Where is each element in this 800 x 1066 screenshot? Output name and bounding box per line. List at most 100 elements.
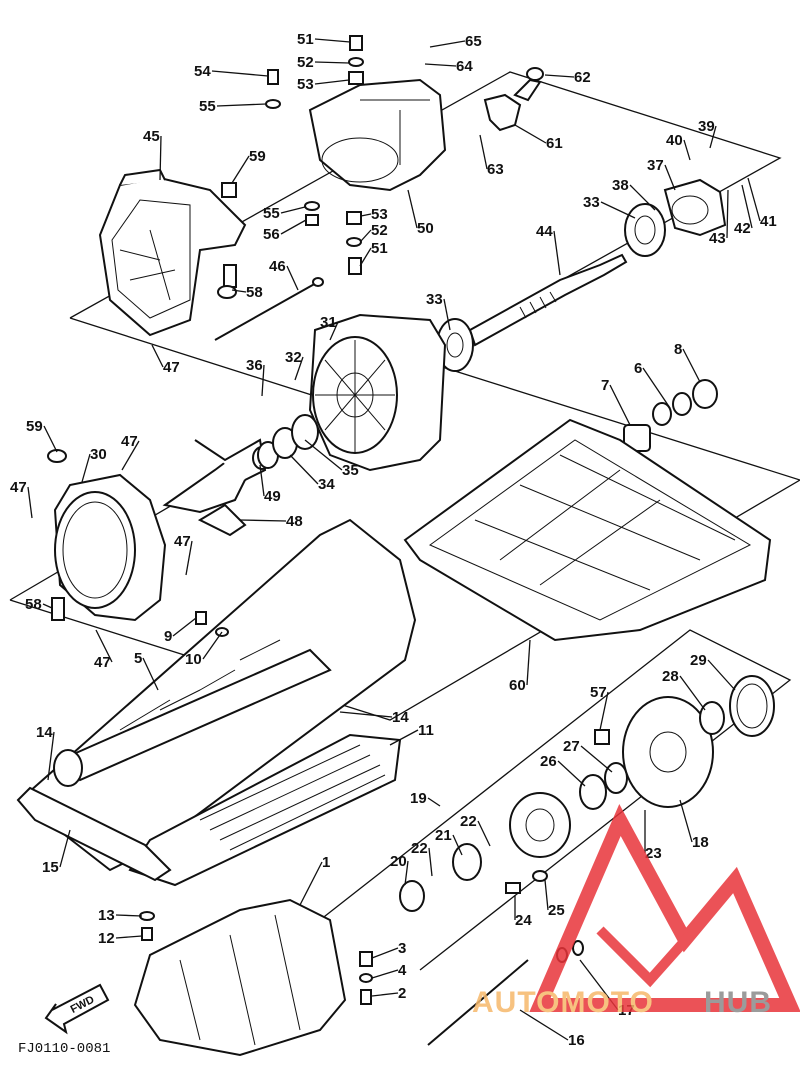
leader-line-12: [115, 935, 143, 939]
leader-line-11: [389, 729, 419, 746]
callout-37: 37: [647, 157, 664, 174]
callout-47: 47: [121, 433, 138, 450]
callout-47: 47: [10, 479, 27, 496]
callout-64: 64: [456, 58, 473, 75]
leader-line-15: [59, 829, 71, 868]
leader-line-3: [371, 947, 399, 959]
leader-line-58: [42, 603, 53, 609]
callout-32: 32: [285, 349, 302, 366]
callout-47: 47: [94, 654, 111, 671]
leader-line-22: [428, 847, 433, 877]
leader-line-63: [479, 134, 488, 170]
leader-line-38: [629, 184, 656, 211]
leader-line-45: [159, 135, 162, 181]
bearing-housing-37: [624, 178, 727, 257]
watermark-text-hub: HUB: [704, 986, 772, 1019]
callout-62: 62: [574, 69, 591, 86]
callout-6: 6: [634, 360, 642, 377]
leader-lines: [27, 38, 761, 1041]
leader-line-43: [726, 189, 729, 239]
bolt-stack-51-53: [346, 35, 364, 275]
callout-23: 23: [645, 845, 662, 862]
leader-line-4: [371, 969, 399, 979]
leader-line-56: [280, 219, 307, 235]
leader-line-49: [259, 464, 265, 497]
callout-53: 53: [371, 206, 388, 223]
leader-line-22: [477, 820, 491, 847]
leader-line-65: [429, 40, 466, 48]
callout-59: 59: [26, 418, 43, 435]
callout-24: 24: [515, 912, 532, 929]
leader-line-54: [211, 70, 269, 77]
leader-line-53: [314, 79, 350, 85]
callout-50: 50: [417, 220, 434, 237]
callout-25: 25: [548, 902, 565, 919]
callout-18: 18: [692, 834, 709, 851]
callout-19: 19: [410, 790, 427, 807]
callout-3: 3: [398, 940, 406, 957]
callout-42: 42: [734, 220, 751, 237]
tie-rod-46: [214, 277, 324, 341]
callout-30: 30: [90, 446, 107, 463]
diagram-code: FJ0110-0081: [18, 1041, 110, 1057]
callout-12: 12: [98, 930, 115, 947]
nozzle-housing-45: [98, 168, 247, 337]
leader-line-33: [600, 201, 636, 219]
leader-line-30: [81, 453, 91, 483]
callout-11: 11: [418, 722, 434, 739]
leader-line-25: [544, 879, 549, 911]
leader-line-28: [679, 675, 706, 711]
callout-52: 52: [371, 222, 388, 239]
callout-13: 13: [98, 907, 115, 924]
callout-36: 36: [246, 357, 263, 374]
leader-line-55: [280, 206, 306, 214]
seals-34-35-49: [257, 414, 319, 469]
leader-line-40: [683, 139, 691, 161]
callout-55: 55: [263, 205, 280, 222]
callout-20: 20: [390, 853, 407, 870]
leader-line-58: [231, 289, 247, 293]
leader-line-61: [514, 124, 547, 144]
leader-line-10: [202, 631, 223, 660]
leader-line-57: [599, 691, 609, 731]
intake-grate-60: [403, 418, 772, 642]
callout-58: 58: [25, 596, 42, 613]
callout-58: 58: [246, 284, 263, 301]
callout-52: 52: [297, 54, 314, 71]
callout-63: 63: [487, 161, 504, 178]
leader-line-31: [329, 321, 339, 341]
callout-28: 28: [662, 668, 679, 685]
callout-9: 9: [164, 628, 172, 645]
leader-line-51: [359, 247, 372, 267]
callout-65: 65: [465, 33, 482, 50]
leader-line-52: [360, 229, 372, 242]
leader-line-21: [452, 834, 463, 856]
leader-line-55: [216, 103, 267, 107]
callout-33: 33: [583, 194, 600, 211]
leader-line-62: [544, 74, 575, 78]
leader-line-14: [339, 711, 393, 718]
leader-line-47: [151, 344, 164, 368]
leader-line-29: [707, 659, 736, 691]
callout-51: 51: [297, 31, 314, 48]
callout-43: 43: [709, 230, 726, 247]
steering-arm-61: [483, 67, 544, 132]
leader-line-36: [261, 364, 265, 397]
leader-line-32: [294, 356, 304, 381]
callout-57: 57: [590, 684, 607, 701]
callout-4: 4: [398, 962, 407, 979]
leader-line-48: [239, 519, 287, 522]
leader-line-26: [557, 760, 586, 787]
leader-line-16: [519, 1009, 569, 1041]
leader-line-37: [664, 164, 676, 191]
hardware-2-13: [47, 449, 548, 1005]
leader-line-47: [27, 486, 33, 519]
callout-46: 46: [269, 258, 286, 275]
callout-39: 39: [698, 118, 715, 135]
leader-line-42: [741, 184, 753, 229]
forward-arrow-icon: FWD: [44, 983, 110, 1035]
leader-line-7: [609, 384, 631, 426]
callout-15: 15: [42, 859, 59, 876]
leader-line-47: [185, 540, 193, 576]
leader-line-44: [553, 230, 561, 276]
